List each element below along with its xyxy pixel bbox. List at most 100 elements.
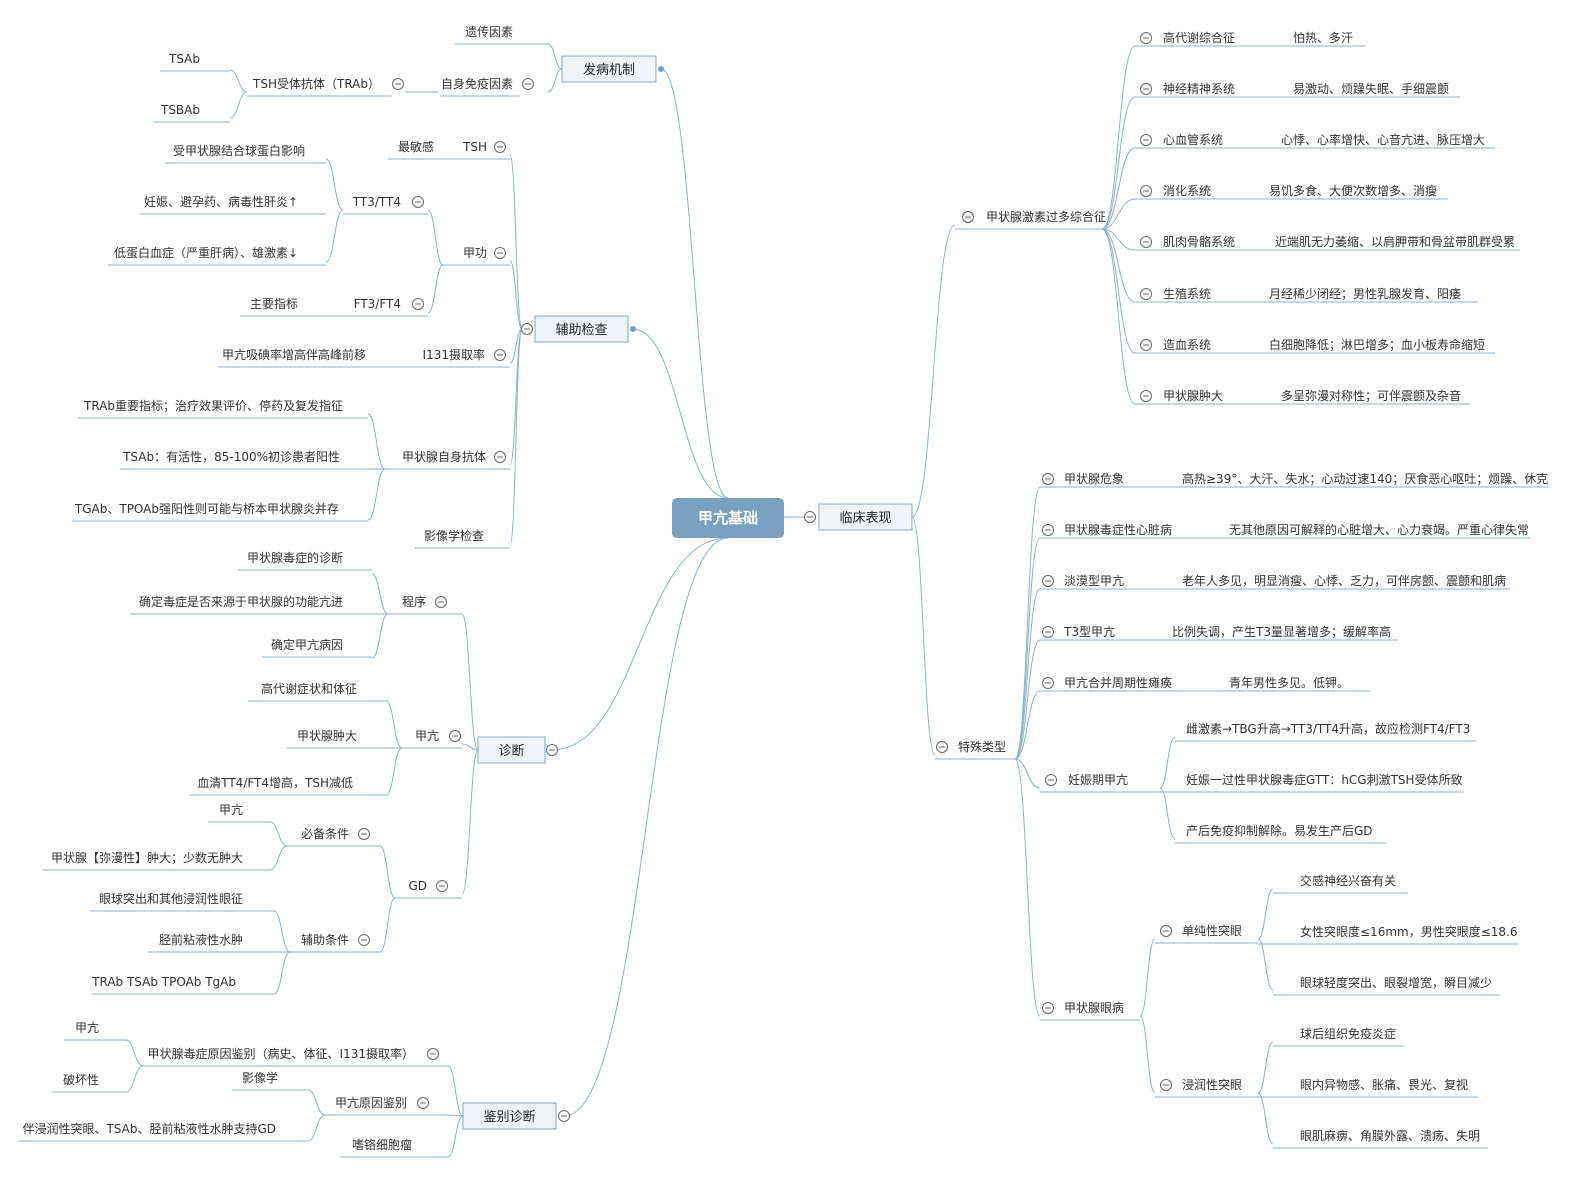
collapse-toggle-icon[interactable] [494,451,506,463]
collapse-toggle-icon[interactable] [358,828,370,840]
node-fzjc_tt[interactable]: TT3/TT4 [352,195,401,209]
collapse-toggle-icon[interactable] [392,78,404,90]
collapse-toggle-icon[interactable] [1042,473,1054,485]
node-lc_ts_7b[interactable]: 浸润性突眼 [1182,1077,1242,1092]
branch-auxiliary-exam[interactable]: 辅助检查 [534,315,629,343]
collapse-toggle-icon[interactable] [494,349,506,361]
node-fzjc_jg[interactable]: 甲功 [463,246,487,260]
node-fzjc_ft_note[interactable]: 主要指标 [250,296,298,311]
node-lc_ts_4v[interactable]: 比例失调，产生T3量显著增多；缓解率高 [1172,624,1391,639]
branch-differential[interactable]: 鉴别诊断 [462,1102,557,1130]
branch-diagnosis[interactable]: 诊断 [477,736,546,764]
node-lc_ts_2[interactable]: 甲状腺毒症性心脏病 [1064,522,1172,537]
collapse-toggle-icon[interactable] [1042,677,1054,689]
node-fzjc_tsh_note[interactable]: 最敏感 [398,139,434,154]
node-jb_dz_1[interactable]: 甲亢 [75,1020,99,1035]
collapse-toggle-icon[interactable] [1140,83,1152,95]
node-lc_gd_4v[interactable]: 易饥多食、大便次数增多、消瘦 [1269,183,1437,198]
node-lc_gd_2v[interactable]: 易激动、烦躁失眠、手细震颤 [1293,81,1449,96]
node-lc_gd[interactable]: 甲状腺激素过多综合征 [986,209,1106,224]
collapse-toggle-icon[interactable] [1140,390,1152,402]
node-fzjc_zskt[interactable]: 甲状腺自身抗体 [402,449,486,464]
collapse-toggle-icon[interactable] [936,741,948,753]
root-topic[interactable]: 甲亢基础 [672,498,784,538]
node-zd_cx_3[interactable]: 确定甲亢病因 [271,637,343,652]
node-fzjc_i131[interactable]: I131摄取率 [423,347,485,362]
collapse-toggle-icon[interactable] [1140,185,1152,197]
node-lc_gd_8v[interactable]: 多呈弥漫对称性；可伴震颤及杂音 [1281,388,1461,403]
node-lc_gd_5v[interactable]: 近端肌无力萎缩、以肩胛带和骨盆带肌群受累 [1275,234,1515,249]
node-lc_ts_1v[interactable]: 高热≥39°、大汗、失水；心动过速140；厌食恶心呕吐；烦躁、休克 [1182,471,1548,486]
node-lc_ts[interactable]: 特殊类型 [958,739,1006,754]
node-lc_ts_7[interactable]: 甲状腺眼病 [1064,1000,1124,1015]
collapse-toggle-icon[interactable] [1140,288,1152,300]
collapse-toggle-icon[interactable] [1140,134,1152,146]
node-zd_bb_1[interactable]: 甲亢 [219,802,243,817]
node-zd_cx_1[interactable]: 甲状腺毒症的诊断 [247,550,343,565]
node-lc_gd_4[interactable]: 消化系统 [1163,184,1211,198]
node-zd_cx_2[interactable]: 确定毒症是否来源于甲状腺的功能亢进 [139,594,343,609]
node-zd_bb[interactable]: 必备条件 [301,827,349,841]
branch-clinical[interactable]: 临床表现 [818,503,913,531]
node-fzjc_tt_3[interactable]: 低蛋白血症（严重肝病）、雄激素↓ [114,245,298,260]
collapse-toggle-icon[interactable] [427,1048,439,1060]
node-jb_dz_2[interactable]: 破坏性 [63,1072,99,1087]
node-lc_gd_7v[interactable]: 白细胞降低；淋巴增多；血小板寿命缩短 [1269,337,1485,352]
node-lc_ts_1[interactable]: 甲状腺危象 [1064,472,1124,486]
node-jb_yy_1[interactable]: 影像学 [242,1070,278,1085]
collapse-toggle-icon[interactable] [1042,626,1054,638]
node-lc_gd_3v[interactable]: 心悸、心率增快、心音亢进、脉压增大 [1281,132,1485,147]
collapse-toggle-icon[interactable] [412,196,424,208]
node-zd_fz_1[interactable]: 眼球突出和其他浸润性眼征 [99,891,243,906]
node-fbjz_yc[interactable]: 遗传因素 [465,24,513,39]
node-lc_ts_7a1[interactable]: 交感神经兴奋有关 [1300,873,1396,888]
node-fbjz_trab[interactable]: TSH受体抗体（TRAb） [252,76,380,91]
collapse-toggle-icon[interactable] [436,880,448,892]
collapse-toggle-icon[interactable] [558,1110,570,1122]
collapse-toggle-icon[interactable] [1042,1002,1054,1014]
node-lc_ts_3v[interactable]: 老年人多见，明显消瘦、心悸、乏力，可伴房颤、震颤和肌病 [1182,573,1506,588]
node-fzjc_i131_note[interactable]: 甲亢吸碘率增高伴高峰前移 [222,347,366,362]
node-fzjc_yxx[interactable]: 影像学检查 [424,528,484,543]
node-lc_ts_7a3[interactable]: 眼球轻度突出、眼裂增宽，瞬目减少 [1300,975,1492,990]
collapse-toggle-icon[interactable] [1042,575,1054,587]
collapse-toggle-icon[interactable] [449,730,461,742]
node-lc_gd_2[interactable]: 神经精神系统 [1163,82,1235,96]
node-lc_ts_6a[interactable]: 雌激素→TBG升高→TT3/TT4升高，故应检测FT4/FT3 [1186,721,1470,736]
node-fbjz_tsbab[interactable]: TSBAb [160,103,200,117]
node-fbjz_tsab[interactable]: TSAb [168,52,200,66]
node-zd_fz_3[interactable]: TRAb TSAb TPOAb TgAb [91,975,236,989]
node-lc_ts_7a[interactable]: 单纯性突眼 [1182,923,1242,938]
collapse-toggle-icon[interactable] [494,141,506,153]
node-fbjz_zs[interactable]: 自身免疫因素 [441,76,513,91]
node-fzjc_zskt_1[interactable]: TRAb重要指标；治疗效果评价、停药及复发指征 [83,398,343,413]
collapse-toggle-icon[interactable] [1140,32,1152,44]
node-lc_gd_8[interactable]: 甲状腺肿大 [1163,388,1223,403]
node-lc_ts_3[interactable]: 淡漠型甲亢 [1064,573,1124,588]
collapse-toggle-icon[interactable] [1160,925,1172,937]
node-jb_yy_2[interactable]: 伴浸润性突眼、TSAb、胫前粘液性水肿支持GD [22,1121,276,1136]
node-lc_gd_1v[interactable]: 怕热、多汗 [1293,30,1353,45]
node-zd_fz[interactable]: 辅助条件 [301,933,349,947]
collapse-toggle-icon[interactable] [494,247,506,259]
collapse-toggle-icon[interactable] [804,511,816,523]
node-lc_ts_5v[interactable]: 青年男性多见。低钾。 [1229,676,1349,690]
node-jb_sg[interactable]: 嗜铬细胞瘤 [352,1137,412,1152]
node-zd_cx[interactable]: 程序 [402,594,426,609]
node-zd_fz_2[interactable]: 胫前粘液性水肿 [159,932,243,947]
node-zd_bb_2[interactable]: 甲状腺【弥漫性】肿大；少数无肿大 [51,850,243,865]
node-jb_yy[interactable]: 甲亢原因鉴别 [335,1095,407,1110]
node-lc_gd_7[interactable]: 造血系统 [1163,338,1211,352]
collapse-toggle-icon[interactable] [1045,774,1057,786]
node-fzjc_tt_2[interactable]: 妊娠、避孕药、病毒性肝炎↑ [144,194,298,209]
collapse-toggle-icon[interactable] [412,298,424,310]
node-zd_jk[interactable]: 甲亢 [415,728,439,743]
node-lc_gd_6[interactable]: 生殖系统 [1163,286,1211,301]
node-lc_gd_5[interactable]: 肌肉骨骼系统 [1163,234,1235,249]
collapse-toggle-icon[interactable] [1140,236,1152,248]
node-lc_ts_5[interactable]: 甲亢合并周期性瘫痪 [1064,675,1172,690]
node-lc_gd_3[interactable]: 心血管系统 [1163,132,1223,147]
node-fzjc_tt_1[interactable]: 受甲状腺结合球蛋白影响 [173,143,305,158]
collapse-toggle-icon[interactable] [521,323,533,335]
collapse-toggle-icon[interactable] [417,1097,429,1109]
